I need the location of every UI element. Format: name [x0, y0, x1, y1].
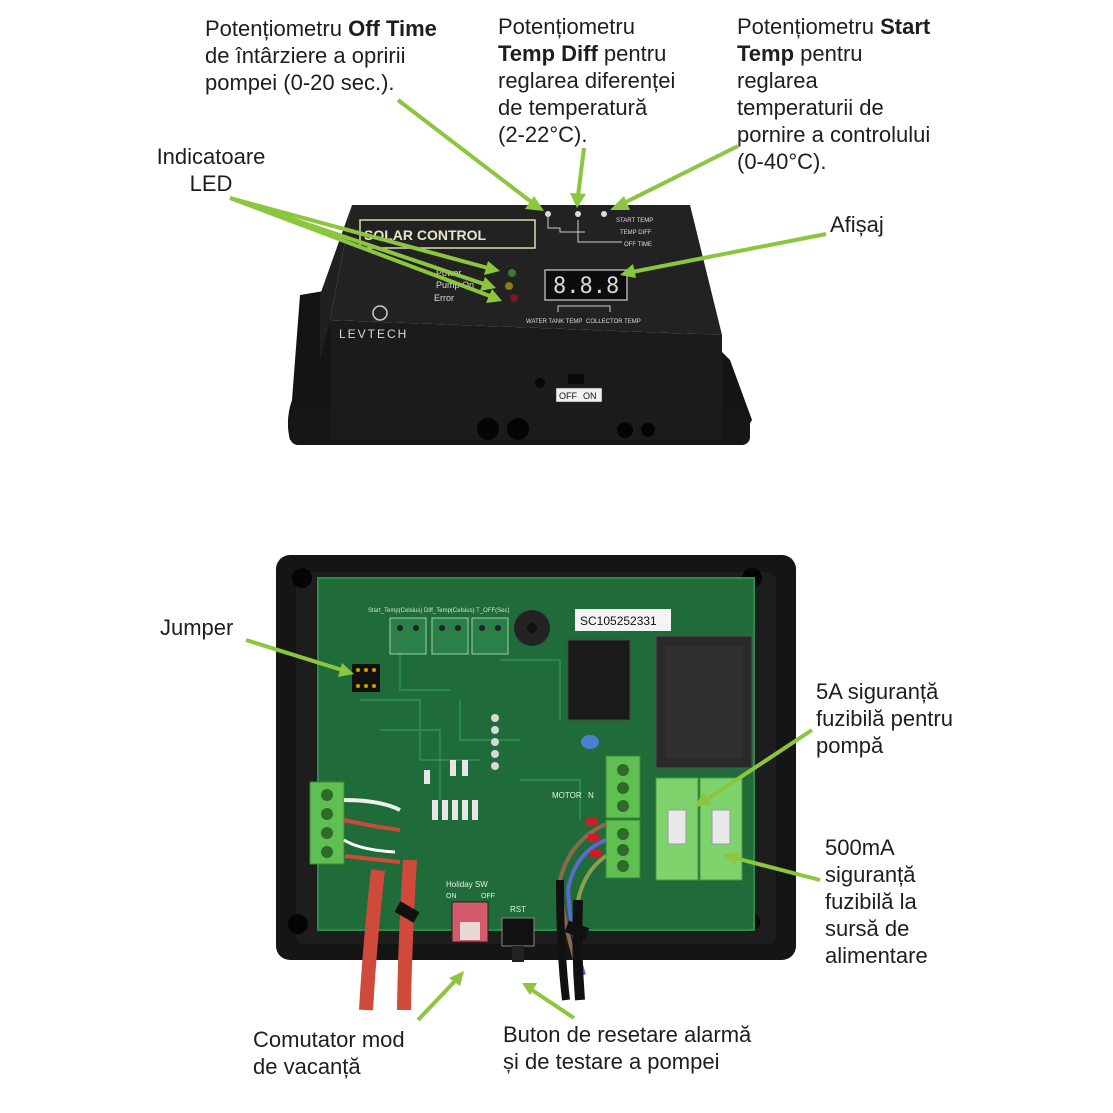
temp-diff-line3: reglarea diferenței: [498, 68, 676, 93]
label-temp-diff: Potențiometru Temp Diff pentru reglarea …: [498, 13, 675, 148]
fuse-supply-line1: 500mA: [825, 835, 895, 860]
pot-header: Start_Temp(Celsius) Diff_Temp(Celsius) T…: [368, 608, 509, 614]
sensor-label-tank: WATER TANK TEMP: [526, 319, 582, 325]
rst-label: RST: [510, 905, 526, 914]
holiday-on-label: ON: [446, 893, 457, 900]
label-holiday: Comutator mod de vacanță: [253, 1026, 405, 1080]
sensor-label-collector: COLLECTOR TEMP: [586, 319, 641, 325]
start-temp-line2-post: pentru: [794, 41, 863, 66]
n-label: N: [588, 791, 594, 800]
label-display: Afișaj: [830, 211, 884, 238]
fuse-supply-line4: sursă de: [825, 916, 910, 941]
fuse-pump-line2: fuzibilă pentru: [816, 706, 953, 731]
fuse-pump-line3: pompă: [816, 733, 884, 758]
switch-on-label: ON: [583, 391, 597, 401]
motor-label: MOTOR: [552, 791, 582, 800]
pot-label-diff: TEMP DIFF: [620, 230, 652, 236]
off-time-line2: de întârziere a opririi: [205, 43, 406, 68]
reset-button: [501, 917, 535, 947]
power-led: [508, 269, 516, 277]
label-led: Indicatoare LED: [150, 143, 272, 197]
fuse-supply-line5: alimentare: [825, 943, 928, 968]
start-temp-line5: pornire a controlului: [737, 122, 931, 147]
seven-segment-display: [544, 269, 628, 301]
off-time-line1-bold: Off Time: [348, 16, 437, 41]
start-temp-line4: temperaturii de: [737, 95, 884, 120]
start-temp-line1-pre: Potențiometru: [737, 14, 881, 39]
label-fuse-supply: 500mA siguranță fuzibilă la sursă de ali…: [825, 834, 928, 969]
label-fuse-pump: 5A siguranță fuzibilă pentru pompă: [816, 678, 953, 759]
start-temp-line3: reglarea: [737, 68, 818, 93]
off-time-line1-pre: Potențiometru: [205, 16, 349, 41]
temp-diff-line1: Potențiometru: [498, 14, 635, 39]
arrows: [229, 98, 827, 1022]
display-value: 8.8.8: [553, 274, 619, 299]
temp-diff-line2-bold: Temp Diff: [498, 41, 598, 66]
device-title: SOLAR CONTROL: [364, 227, 487, 243]
serial-number: SC105252331: [580, 614, 657, 628]
off-time-line3: pompei (0-20 sec.).: [205, 70, 395, 95]
holiday-line1: Comutator mod: [253, 1027, 405, 1052]
holiday-line2: de vacanță: [253, 1054, 361, 1079]
controller-open: Start_Temp(Celsius) Diff_Temp(Celsius) T…: [276, 555, 796, 1011]
fuse-supply-line3: fuzibilă la: [825, 889, 917, 914]
brand-name: LEVTECH: [339, 327, 408, 341]
label-jumper: Jumper: [160, 614, 233, 641]
label-reset: Buton de resetare alarmă și de testare a…: [503, 1021, 751, 1075]
fuse-supply-line2: siguranță: [825, 862, 916, 887]
start-temp-line2-bold: Temp: [737, 41, 795, 66]
holiday-off-label: OFF: [481, 893, 495, 900]
label-start-temp: Potențiometru Start Temp pentru reglarea…: [737, 13, 930, 175]
relay: [567, 639, 631, 721]
start-temp-line6: (0-40°C).: [737, 149, 827, 174]
temp-diff-line4: de temperatură: [498, 95, 648, 120]
error-led: [510, 294, 518, 302]
switch-off-label: OFF: [559, 391, 577, 401]
start-temp-line1-bold: Start: [880, 14, 931, 39]
jumper-text: Jumper: [160, 615, 234, 640]
pot-label-off: OFF TIME: [624, 242, 652, 248]
fuse-pump-line1: 5A siguranță: [816, 679, 939, 704]
led-line2: LED: [189, 171, 233, 196]
off-on-label: [555, 387, 603, 403]
display-text: Afișaj: [830, 212, 884, 237]
temp-diff-line2-post: pentru: [597, 41, 667, 66]
pot-label-start: START TEMP: [616, 218, 653, 224]
pot-temp-diff: [575, 211, 581, 217]
temp-diff-line5: (2-22°C).: [498, 122, 588, 147]
led-label-error: Error: [434, 293, 454, 303]
pot-start-temp: [601, 211, 607, 217]
holiday-sw-label: Holiday SW: [446, 880, 488, 889]
brand-logo-icon: [372, 305, 388, 321]
led-label-pump: Pump On: [436, 280, 474, 290]
label-off-time: Potențiometru Off Time de întârziere a o…: [205, 15, 437, 96]
serial-sticker: [575, 609, 671, 631]
pump-led: [505, 282, 513, 290]
reset-line2: și de testare a pompei: [503, 1049, 720, 1074]
reset-line1: Buton de resetare alarmă: [503, 1022, 752, 1047]
led-line1: Indicatoare: [156, 144, 266, 169]
controller-closed: OFF ON SOLAR CONTROL Power Pump On Error…: [287, 205, 752, 445]
